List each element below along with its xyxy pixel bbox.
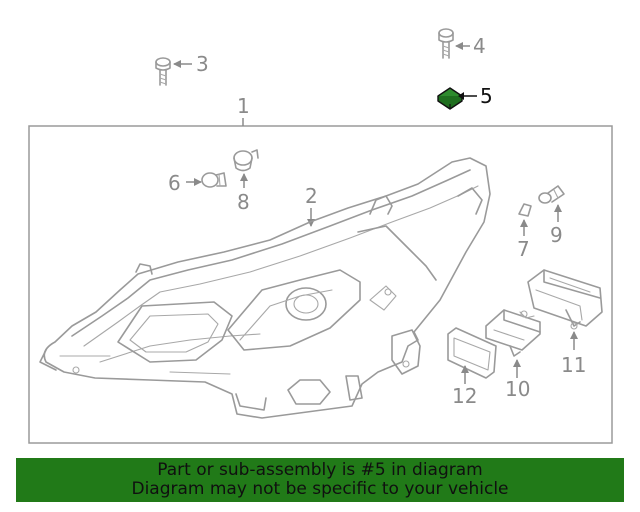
callout-7: 7 <box>517 237 530 261</box>
headlamp-assembly <box>39 157 491 419</box>
assembly-frame <box>28 125 613 444</box>
info-banner: Part or sub-assembly is #5 in diagram Di… <box>16 458 624 502</box>
callout-8: 8 <box>237 190 250 214</box>
clip-part-5-highlighted-icon <box>437 87 463 110</box>
callout-10: 10 <box>505 377 530 401</box>
pad-part-12-icon <box>447 327 497 379</box>
module-part-11-icon <box>527 269 603 330</box>
callout-11: 11 <box>561 353 586 377</box>
callout-6: 6 <box>168 171 181 195</box>
bulb-part-7-icon <box>518 203 532 217</box>
bracket-part-10-icon <box>485 309 541 357</box>
bulb-part-6-icon <box>201 172 227 188</box>
callout-3: 3 <box>196 52 209 76</box>
callout-2: 2 <box>305 184 318 208</box>
callout-12: 12 <box>452 384 477 408</box>
socket-part-8-icon <box>233 149 259 172</box>
callout-1: 1 <box>237 94 250 118</box>
callout-9: 9 <box>550 223 563 247</box>
banner-line-2: Diagram may not be specific to your vehi… <box>131 479 509 499</box>
callout-4: 4 <box>473 34 486 58</box>
banner-line-1: Part or sub-assembly is #5 in diagram <box>157 460 483 480</box>
bolt-part-3-icon <box>155 57 171 86</box>
callout-5: 5 <box>480 84 493 108</box>
bolt-part-4-icon <box>438 28 454 59</box>
parts-diagram: 3 4 5 1 6 8 2 <box>28 28 613 444</box>
bulb-part-9-icon <box>538 185 565 204</box>
